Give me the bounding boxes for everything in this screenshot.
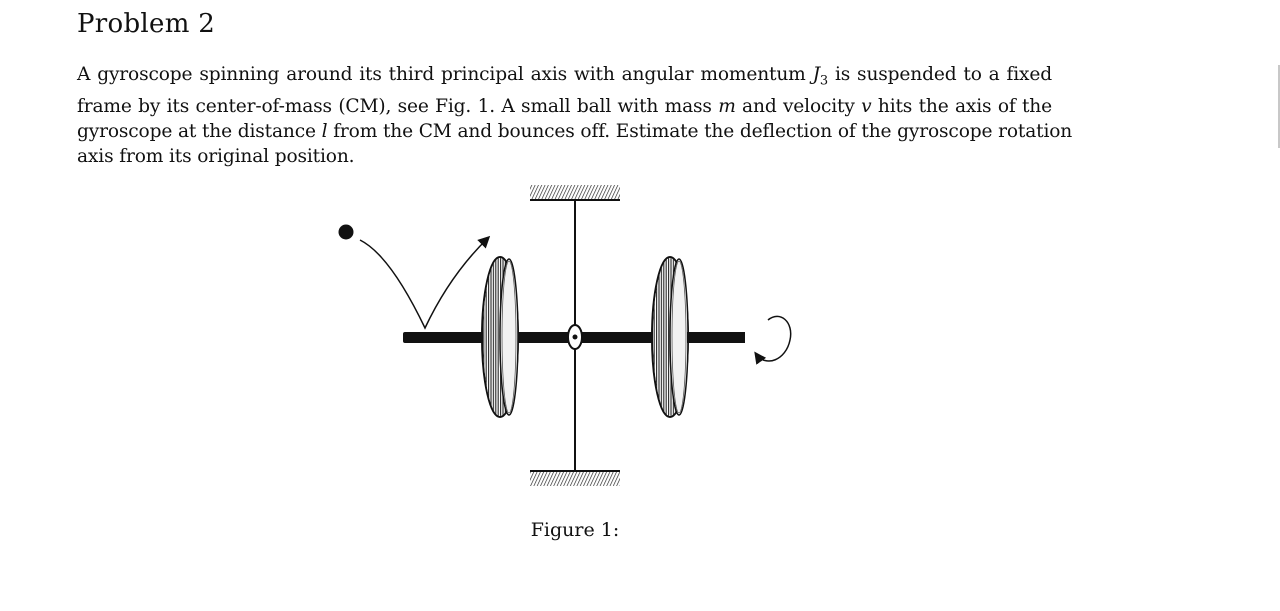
- symbol-m: m: [718, 95, 736, 117]
- symbol-l: l: [321, 120, 328, 142]
- problem-line-4: axis from its original position.: [77, 145, 355, 167]
- ball-trajectory-arrow-icon: [359, 235, 491, 330]
- problem-line-1: A gyroscope spinning around its third pr…: [77, 64, 1052, 89]
- problem-line-2: frame by its center-of-mass (CM), see Fi…: [77, 95, 1052, 117]
- problem-heading: Problem 2: [77, 9, 216, 39]
- right-flywheel-disk: [651, 256, 689, 418]
- page-edge-divider: [1278, 65, 1280, 148]
- ball-icon: [338, 224, 354, 240]
- problem-statement: A gyroscope spinning around its third pr…: [77, 62, 1073, 169]
- problem-line-3: gyroscope at the distance l from the CM …: [77, 120, 1073, 142]
- left-flywheel-disk: [481, 256, 519, 418]
- figure-caption: Figure 1:: [530, 519, 620, 541]
- lower-floor-hatch-icon: [530, 470, 620, 486]
- upper-ceiling-hatch-icon: [530, 185, 620, 201]
- rotation-arrow-icon: [754, 315, 792, 365]
- symbol-v: v: [861, 95, 872, 117]
- symbol-J-subscript: 3: [819, 73, 829, 89]
- symbol-J: J: [812, 64, 820, 85]
- gyroscope-figure: [338, 185, 792, 486]
